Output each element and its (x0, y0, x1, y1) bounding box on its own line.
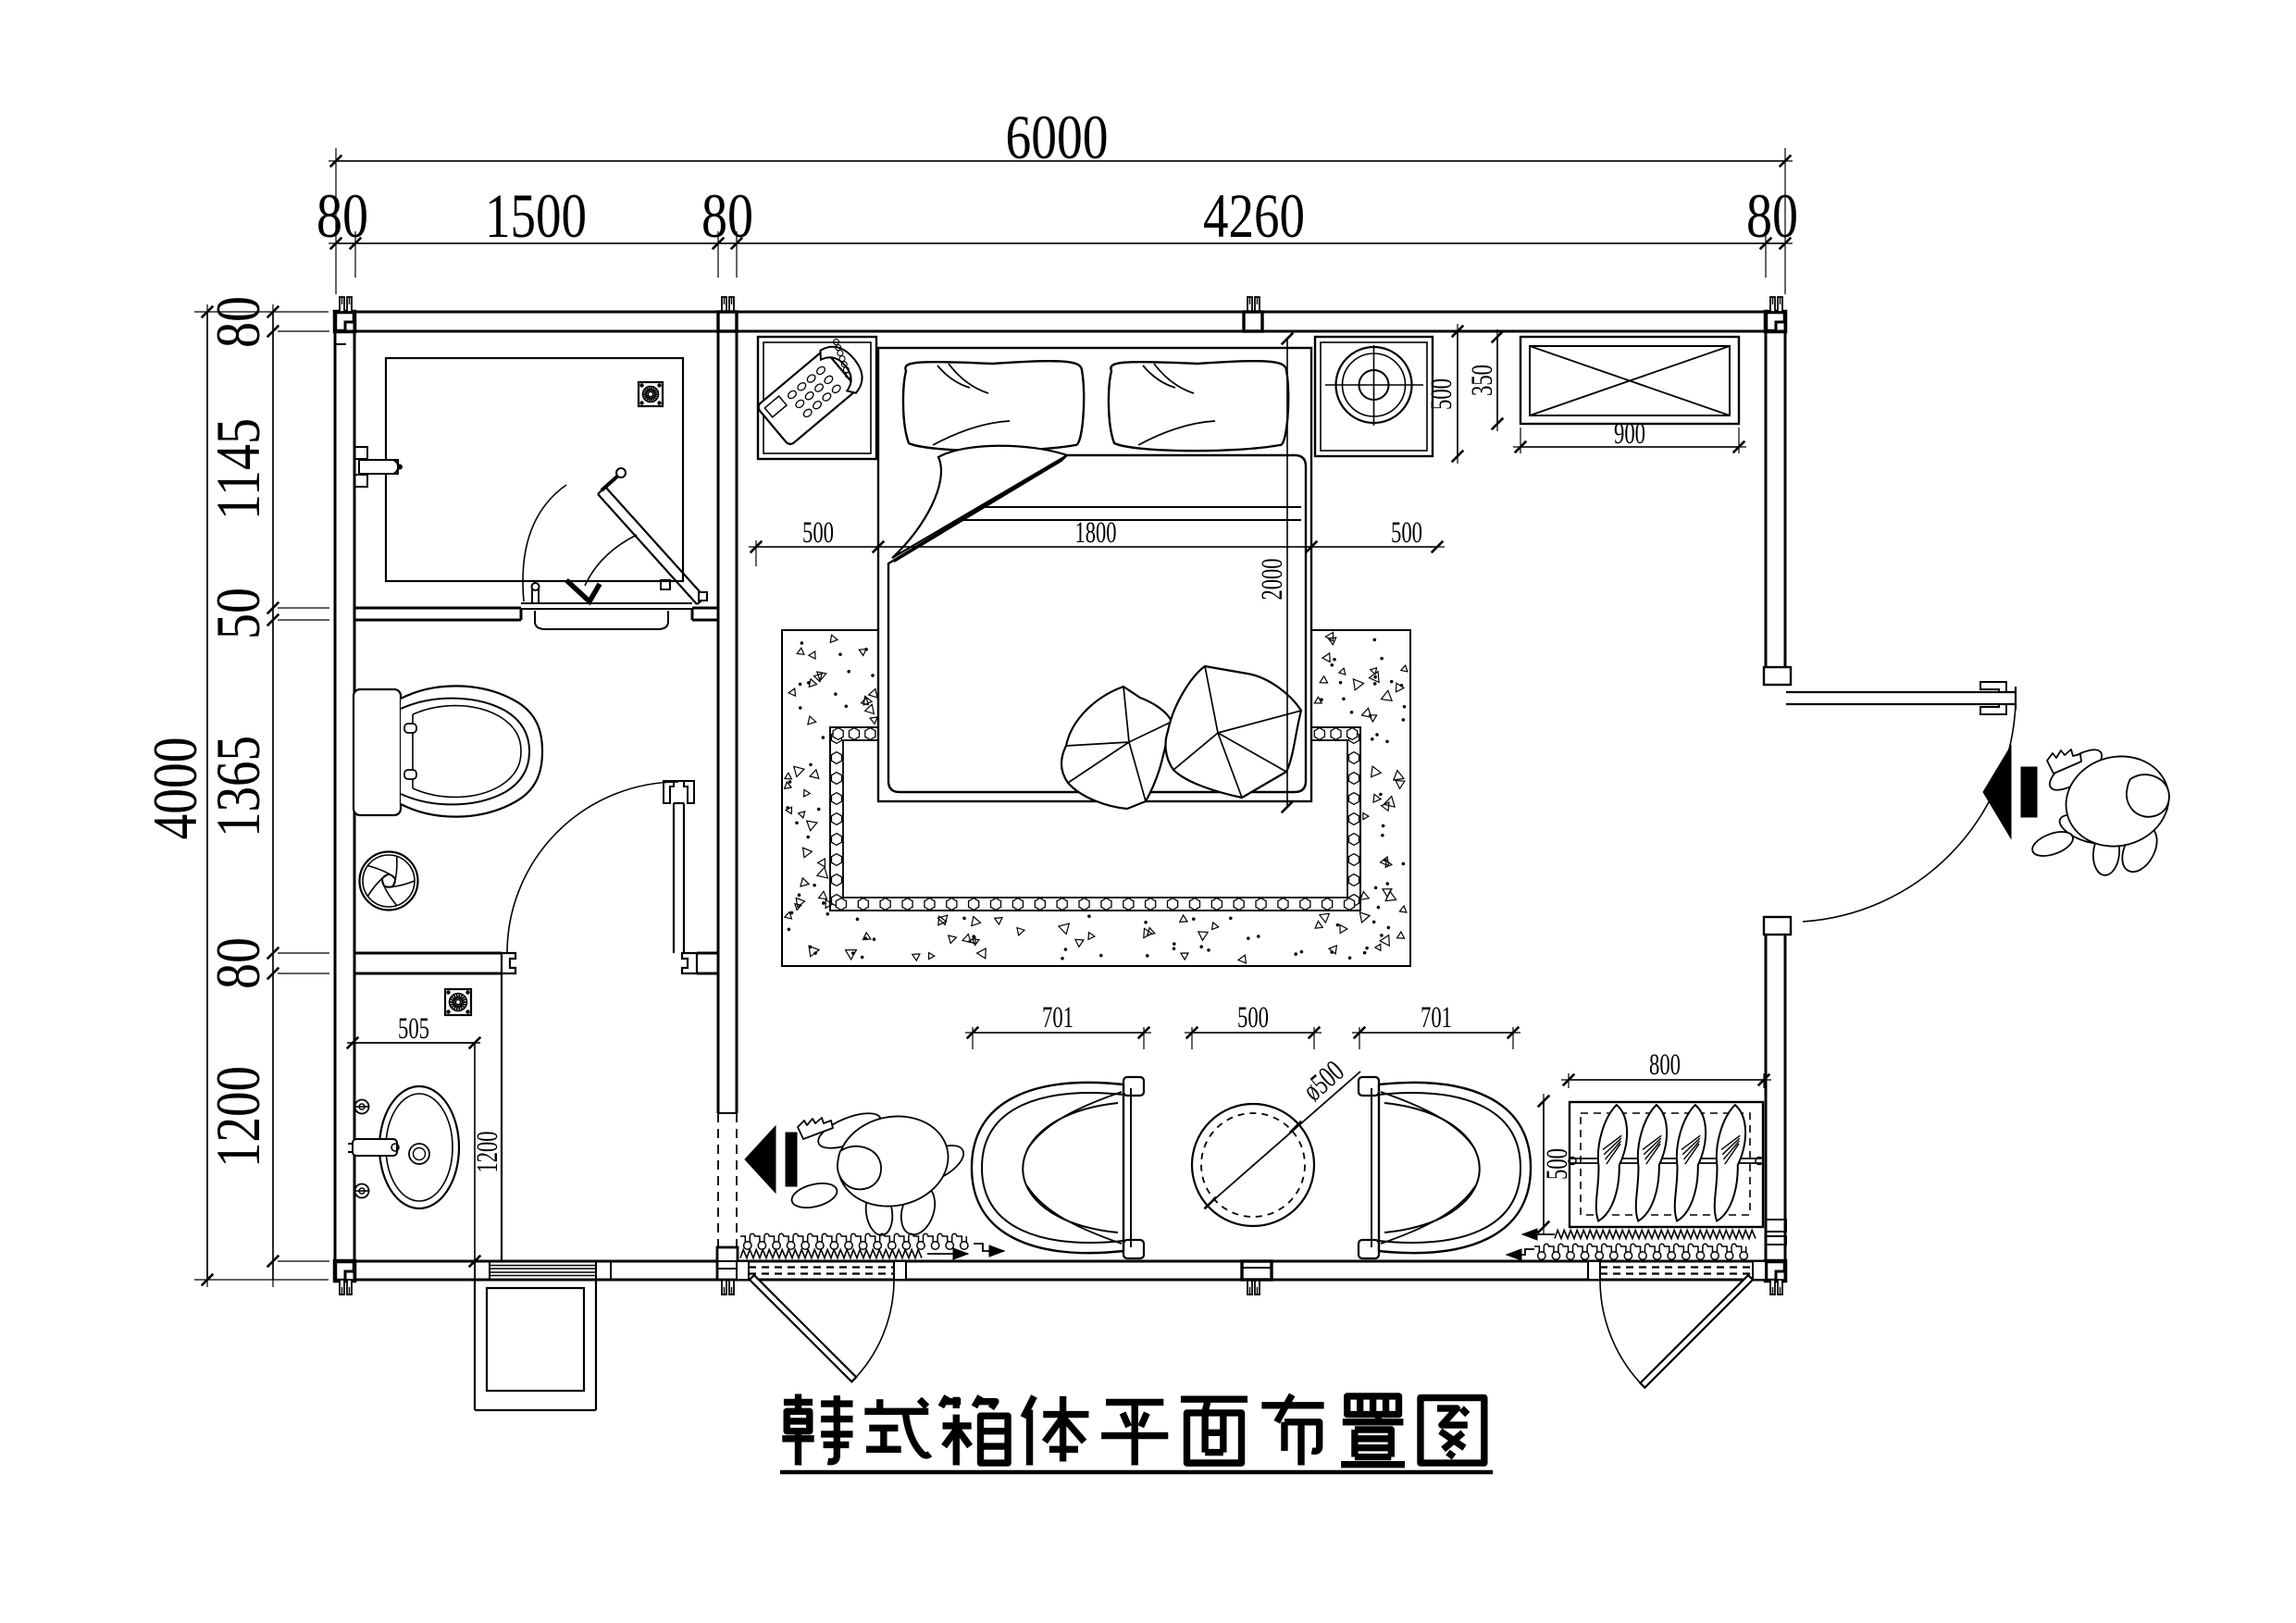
svg-text:80: 80 (203, 937, 273, 989)
svg-text:505: 505 (398, 1012, 429, 1046)
svg-text:701: 701 (1421, 1001, 1452, 1035)
svg-text:80: 80 (203, 296, 273, 348)
svg-text:1365: 1365 (203, 736, 273, 837)
svg-text:4000: 4000 (140, 737, 210, 840)
svg-text:350: 350 (1466, 365, 1499, 396)
svg-text:1200: 1200 (471, 1132, 504, 1173)
svg-text:1800: 1800 (1075, 516, 1117, 550)
svg-text:500: 500 (1237, 1001, 1269, 1035)
svg-text:500: 500 (1425, 378, 1458, 410)
svg-text:1145: 1145 (203, 418, 273, 520)
svg-text:1200: 1200 (203, 1066, 273, 1168)
svg-text:1500: 1500 (485, 180, 587, 251)
svg-text:500: 500 (1541, 1148, 1574, 1180)
svg-text:701: 701 (1042, 1001, 1074, 1035)
svg-text:80: 80 (316, 180, 368, 251)
svg-text:500: 500 (1391, 516, 1422, 550)
svg-text:800: 800 (1649, 1048, 1681, 1082)
svg-text:4260: 4260 (1203, 180, 1305, 251)
svg-text:2000: 2000 (1256, 559, 1289, 601)
svg-text:80: 80 (701, 180, 753, 251)
svg-text:50: 50 (203, 588, 273, 639)
svg-text:900: 900 (1614, 417, 1645, 451)
svg-text:6000: 6000 (1006, 102, 1109, 172)
svg-text:80: 80 (1746, 180, 1798, 251)
svg-text:500: 500 (802, 516, 834, 550)
